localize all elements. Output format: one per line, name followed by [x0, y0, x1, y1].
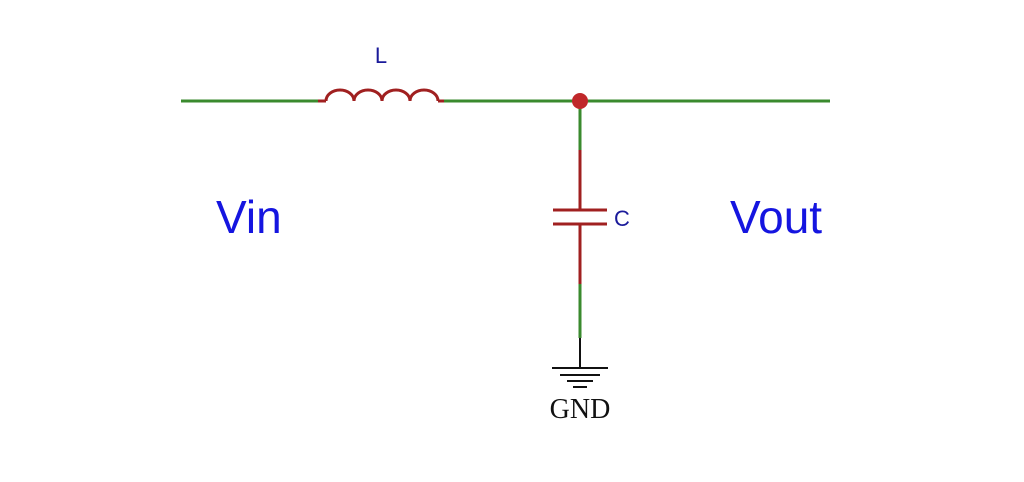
- ground-icon: [552, 338, 608, 388]
- junction-node: [572, 93, 588, 109]
- input-port-label: Vin: [216, 191, 282, 243]
- capacitor-label: C: [614, 206, 630, 231]
- ground-label: GND: [550, 394, 611, 425]
- inductor-symbol: [318, 88, 444, 103]
- capacitor-symbol: [553, 150, 607, 284]
- output-port-label: Vout: [730, 191, 822, 243]
- inductor-label: L: [375, 43, 387, 68]
